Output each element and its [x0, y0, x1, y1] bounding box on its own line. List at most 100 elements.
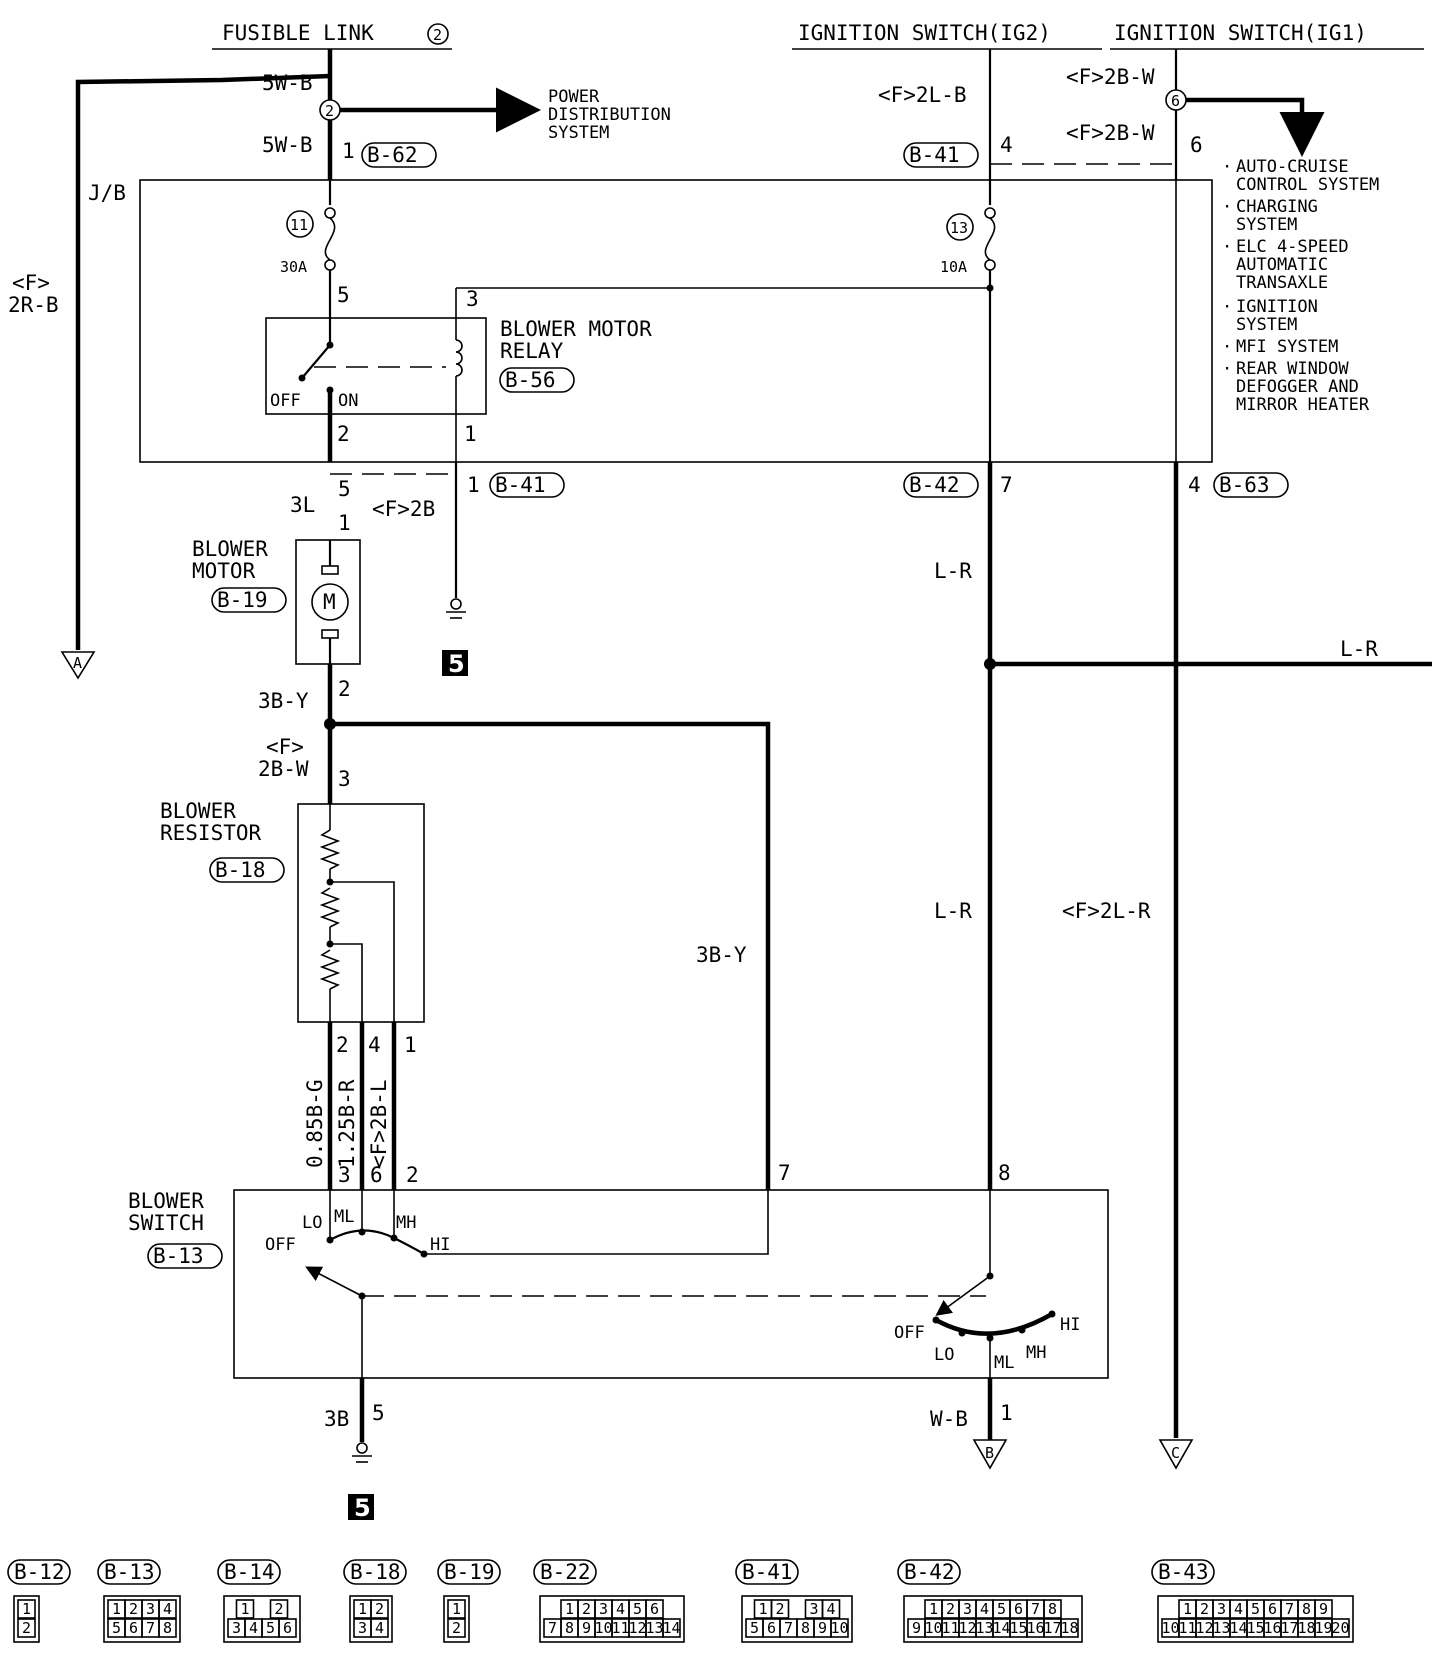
legend-pin: 14 [1229, 1619, 1247, 1637]
wire-label: <F> [12, 271, 50, 295]
switch-label: SWITCH [128, 1211, 204, 1235]
legend-pin: 4 [616, 1600, 625, 1618]
legend-pin: 2 [22, 1619, 31, 1637]
switch-position-mh: MH [396, 1213, 416, 1233]
system-name: MFI SYSTEM [1236, 337, 1338, 357]
switch2-position-mh: MH [1026, 1343, 1046, 1363]
legend-pin: 4 [163, 1600, 172, 1618]
pin-label: 5 [338, 477, 351, 501]
legend-pin: 6 [1014, 1600, 1023, 1618]
legend-connector-label: B-22 [540, 1560, 591, 1584]
ig2-label: IGNITION SWITCH(IG2) [798, 21, 1051, 45]
legend-pin: 3 [599, 1600, 608, 1618]
pin-label: 1 [342, 139, 355, 163]
legend-pin: 1 [240, 1600, 249, 1618]
legend-pin: 7 [1285, 1600, 1294, 1618]
legend-pin: 15 [1246, 1619, 1264, 1637]
legend-pin: 1 [758, 1600, 767, 1618]
pin-label: 2 [336, 1033, 349, 1057]
legend-pin: 10 [1161, 1619, 1179, 1637]
legend-pin: 1 [929, 1600, 938, 1618]
wire-label: <F>2B-W [1066, 121, 1155, 145]
pin-label: 4 [368, 1033, 381, 1057]
pin-label: 1 [464, 422, 477, 446]
legend-pin: 2 [452, 1619, 461, 1637]
systems-list: · AUTO-CRUISE CONTROL SYSTEM · CHARGING … [1222, 157, 1379, 415]
pin-label: 1 [1000, 1401, 1013, 1425]
pin-label: 2 [338, 677, 351, 701]
switch-position-off: OFF [265, 1235, 296, 1255]
legend-pin: 2 [775, 1600, 784, 1618]
wire-label: 5W-B [262, 71, 313, 95]
connector-b56: B-56 [505, 368, 556, 392]
legend-pin: 2 [1200, 1600, 1209, 1618]
pin-label: 2 [337, 422, 350, 446]
switch-position-hi: HI [430, 1235, 450, 1255]
legend-pin: 5 [750, 1619, 759, 1637]
legend-connector-label: B-43 [1158, 1560, 1209, 1584]
svg-text:·: · [1222, 237, 1232, 257]
pin-label: 8 [998, 1161, 1011, 1185]
power-distribution-label: POWER [548, 87, 600, 107]
legend-pin: 3 [146, 1600, 155, 1618]
legend-connector-label: B-42 [904, 1560, 955, 1584]
connector-b63: B-63 [1219, 473, 1270, 497]
wire-label: <F>2L-B [878, 83, 967, 107]
terminal-b: B [985, 1444, 994, 1462]
wire-label: 3B-Y [696, 943, 747, 967]
legend-pin: 18 [1297, 1619, 1315, 1637]
system-name: CONTROL SYSTEM [1236, 175, 1379, 195]
wire-label: 3B-Y [258, 689, 309, 713]
pin-label: 2 [325, 102, 334, 120]
connector-b18: B-18 [215, 858, 266, 882]
ground-5: 5 [448, 650, 465, 678]
wire-label: L-R [1340, 637, 1378, 661]
pin-label: 1 [338, 511, 351, 535]
connector-b19: B-19 [217, 588, 268, 612]
pin-label: 2 [406, 1163, 419, 1187]
blower-resistor: <F> 2B-W 3 BLOWER RESISTOR B-18 2 4 1 0.… [160, 724, 425, 1190]
system-name: CHARGING [1236, 197, 1318, 217]
legend-pin: 8 [1048, 1600, 1057, 1618]
motor-label: BLOWER [192, 537, 268, 561]
legend-pin: 4 [1234, 1600, 1243, 1618]
wire-label: <F>2B-W [1066, 65, 1155, 89]
legend-pin: 2 [129, 1600, 138, 1618]
legend-pin: 1 [22, 1600, 31, 1618]
fuse-13-rating: 10A [940, 258, 967, 276]
relay-label: RELAY [500, 339, 564, 363]
legend-pin: 19 [1314, 1619, 1332, 1637]
switch2-position-ml: ML [994, 1353, 1014, 1373]
junction-block: J/B [88, 179, 1213, 463]
legend-pin: 1 [1183, 1600, 1192, 1618]
system-name: DEFOGGER AND [1236, 377, 1359, 397]
switch-ground: 3B 5 5 [324, 1378, 385, 1522]
legend-pin: 9 [912, 1619, 921, 1637]
wire-label: 3L [290, 493, 315, 517]
svg-text:·: · [1222, 359, 1232, 379]
legend-pin: 11 [1178, 1619, 1196, 1637]
terminal-c: C [1171, 1444, 1180, 1462]
fuse-13-number: 13 [950, 219, 968, 237]
legend-pin: 10 [830, 1619, 848, 1637]
wire-label: 3B [324, 1407, 349, 1431]
fusible-link-wiring: 5W-B 2 POWER DISTRIBUTION SYSTEM 5W-B 1 … [8, 49, 671, 680]
legend-pin: 5 [112, 1619, 121, 1637]
legend-pin: 8 [163, 1619, 172, 1637]
legend-pin: 5 [266, 1619, 275, 1637]
legend-pin: 6 [650, 1600, 659, 1618]
legend-pin: 4 [249, 1619, 258, 1637]
legend-pin: 6 [767, 1619, 776, 1637]
legend-pin: 3 [1217, 1600, 1226, 1618]
blower-switch: BLOWER SWITCH B-13 OFF LO ML MH HI [128, 1189, 1109, 1379]
legend-pin: 12 [628, 1619, 646, 1637]
legend-connector-label: B-18 [350, 1560, 401, 1584]
relay-label: BLOWER MOTOR [500, 317, 652, 341]
legend-pin: 13 [645, 1619, 663, 1637]
system-name: MIRROR HEATER [1236, 395, 1370, 415]
wire-label: <F>2B-L [367, 1079, 391, 1168]
legend-pin: 3 [809, 1600, 818, 1618]
